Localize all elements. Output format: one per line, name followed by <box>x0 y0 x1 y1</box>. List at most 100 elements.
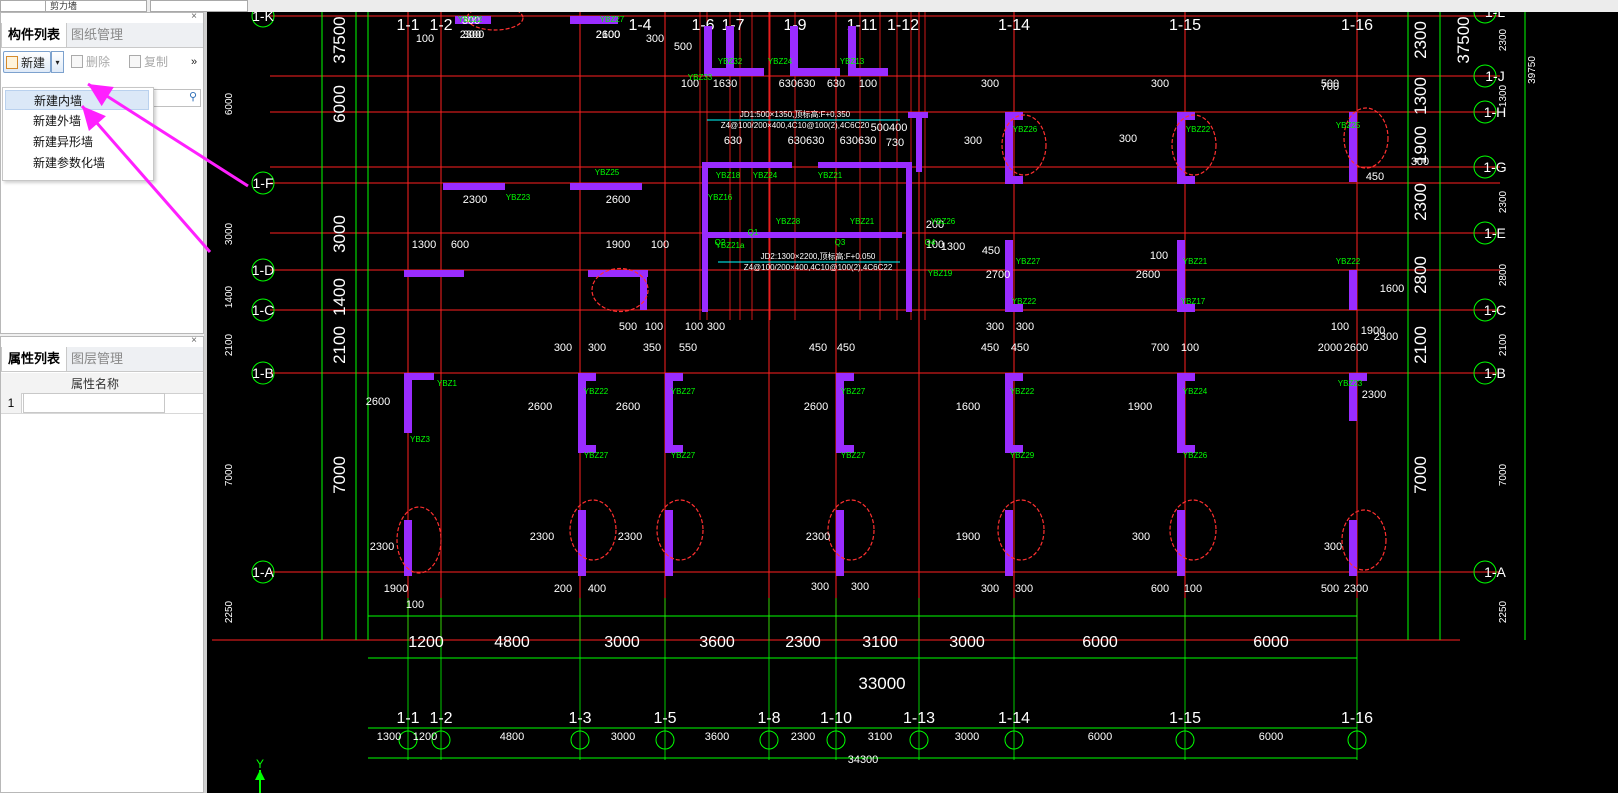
property-name-cell[interactable] <box>23 393 165 413</box>
dimension-label: 1300 <box>412 239 436 251</box>
dimension-label: 2600 <box>804 401 828 413</box>
dimension-label: 2300 <box>530 531 554 543</box>
wall-segment <box>1177 240 1185 310</box>
component-toolbar: 新建 ▾ 删除 复制 » <box>1 49 203 75</box>
bay-dimension-small: 3100 <box>868 731 892 743</box>
tab-component-list[interactable]: 构件列表 <box>1 23 68 47</box>
wall-tag: YBZ33 <box>688 73 713 82</box>
toolbar-field-right[interactable] <box>150 0 248 12</box>
revision-cloud <box>466 12 524 31</box>
menu-item-new-outer-wall[interactable]: 新建外墙 <box>5 111 149 131</box>
bay-dimension-small: 3000 <box>955 731 979 743</box>
axis-bubble <box>251 361 275 385</box>
dimension-label: 300 <box>1151 78 1169 90</box>
dimension-label: 1900 <box>956 531 980 543</box>
wall-segment <box>578 373 586 453</box>
dimension-label: 2600 <box>606 194 630 206</box>
revision-cloud <box>1171 114 1217 176</box>
close-icon[interactable]: × <box>191 335 197 346</box>
dimension-label: 300 <box>463 29 481 41</box>
axis-label-top: 1-9 <box>783 17 806 34</box>
wall-segment <box>1005 373 1023 381</box>
component-search-input[interactable]: ⚲ <box>153 89 201 107</box>
axis-label-right: 1-E <box>1484 225 1506 241</box>
dimension-label: 300 <box>646 33 664 45</box>
table-row[interactable]: 1 <box>1 393 203 414</box>
axis-label-top: 1-1 <box>396 17 419 34</box>
dimension-label: 2300 <box>370 541 394 553</box>
tab-layer-management[interactable]: 图层管理 <box>65 347 129 371</box>
bay-dimension: 3100 <box>862 634 898 651</box>
detail-note: JD2:1300×2200,顶标高:F+0.050 <box>761 251 876 261</box>
dimension-label: 1900 <box>1128 401 1152 413</box>
wall-tag: Q1 <box>748 228 759 237</box>
axis-bubble <box>1473 12 1497 24</box>
tab-drawing-management-label: 图纸管理 <box>71 27 124 42</box>
new-button[interactable]: 新建 <box>3 51 51 73</box>
axis-label-right: 1-A <box>1484 564 1506 580</box>
menu-item-new-inner-wall[interactable]: 新建内墙 <box>5 90 149 110</box>
axis-label-bottom: 1-3 <box>568 710 591 727</box>
bay-dimension: 3000 <box>949 634 985 651</box>
axis-label-bottom: 1-10 <box>820 710 852 727</box>
menu-item-new-parametric-wall[interactable]: 新建参数化墙 <box>5 153 149 173</box>
component-type-field[interactable]: 剪力墙 <box>45 0 147 12</box>
new-dropdown-arrow[interactable]: ▾ <box>51 51 64 73</box>
vertical-dimension-right-small: 2250 <box>1498 600 1509 623</box>
axis-bubble <box>826 730 846 750</box>
tab-drawing-management[interactable]: 图纸管理 <box>65 23 129 47</box>
dimension-label: 1300 <box>941 241 965 253</box>
bay-dimension: 1200 <box>408 634 444 651</box>
wall-segment <box>1177 445 1195 453</box>
wall-tag: YBZ25 <box>595 168 620 177</box>
dimension-label: 450 <box>837 342 855 354</box>
bay-dimension-small: 3000 <box>611 731 635 743</box>
dimension-label: 300 <box>462 15 480 27</box>
axis-bubble <box>570 730 590 750</box>
wall-segment <box>906 162 912 312</box>
dimension-label: 2300 <box>460 29 484 41</box>
axis-bubble <box>1004 730 1024 750</box>
search-icon[interactable]: ⚲ <box>188 91 197 103</box>
revision-cloud <box>656 499 704 561</box>
revision-cloud <box>1169 499 1217 561</box>
copy-button[interactable]: 复制 <box>129 51 168 73</box>
panel-splitter[interactable] <box>204 12 207 793</box>
menu-item-new-special-shape-wall[interactable]: 新建异形墙 <box>5 132 149 152</box>
axis-label-right: 1-B <box>1484 365 1506 381</box>
axis-label-left: 1-D <box>252 262 275 278</box>
dimension-label: 2600 <box>1136 269 1160 281</box>
axis-label-left: 1-F <box>253 175 274 191</box>
delete-button[interactable]: 删除 <box>71 51 110 73</box>
wall-tag: YBZ27 <box>1016 257 1041 266</box>
wall-segment <box>455 16 491 24</box>
axis-label-right: 1-G <box>1483 159 1506 175</box>
vertical-dimension-right: 7000 <box>1411 456 1430 494</box>
more-tools-button[interactable]: » <box>191 51 197 73</box>
axis-label-bottom: 1-2 <box>429 710 452 727</box>
wall-tag: YBZ28 <box>776 217 801 226</box>
dimension-label: 300 <box>1119 133 1137 145</box>
wall-segment <box>702 162 792 168</box>
detail-note: Z4@100/200×400,4C10@100(2),4C6C22 <box>744 263 893 272</box>
wall-segment <box>588 270 648 277</box>
wall-segment <box>1349 112 1357 182</box>
dimension-label: 450 <box>982 245 1000 257</box>
cad-drawing-canvas[interactable]: 1-K1-F1-D1-C1-B1-A1-L1-J1-H1-G1-E1-C1-B1… <box>207 12 1618 793</box>
close-icon[interactable]: × <box>191 11 197 22</box>
dimension-label: 700 <box>1151 342 1169 354</box>
axis-label-left: 1-A <box>252 564 274 580</box>
bay-dimension-small: 6000 <box>1259 731 1283 743</box>
wall-segment <box>726 26 734 72</box>
dimension-label: 500 <box>1321 583 1339 595</box>
tab-property-list[interactable]: 属性列表 <box>1 347 68 371</box>
dimension-label: 350 <box>643 342 661 354</box>
axis-label-bottom: 1-13 <box>903 710 935 727</box>
wall-segment <box>836 510 844 576</box>
vertical-dimension-right-small: 2800 <box>1498 263 1509 286</box>
dimension-label: 1900 <box>606 239 630 251</box>
vertical-dimension-right: 1300 <box>1411 77 1430 115</box>
axis-bubble <box>431 730 451 750</box>
toolbar-field-left[interactable] <box>0 0 46 12</box>
vertical-dimension-left: 6000 <box>330 85 349 123</box>
